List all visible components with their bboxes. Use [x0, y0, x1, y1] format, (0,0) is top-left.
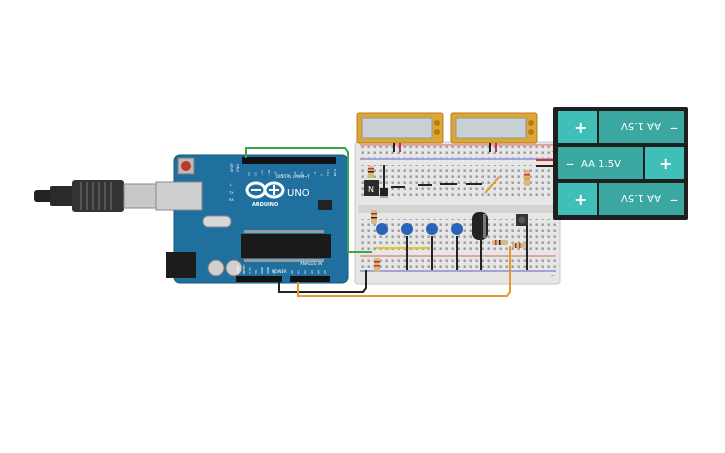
digital-pin-label: ~9	[273, 171, 277, 176]
top-power-rail[interactable]	[360, 146, 556, 158]
diode[interactable]	[380, 188, 388, 198]
battery-pack[interactable]: +–AA 1.5V+–AA 1.5V+–AA 1.5V	[536, 107, 688, 220]
digital-pin-label: 12	[254, 172, 258, 176]
digital-pin-label: 13	[247, 172, 251, 176]
power-pin-label: GND	[260, 266, 264, 274]
analog-pin-label: A2	[303, 270, 307, 274]
digital-pin-label: 7	[287, 174, 291, 176]
resistor-4[interactable]	[374, 258, 380, 272]
power-pin-label: RESET	[242, 264, 246, 274]
digital-pin-label: ~5	[300, 171, 304, 176]
rx-label: RX	[229, 198, 234, 202]
digital-pin-label: ~3	[313, 171, 317, 176]
aref-label: AREF	[230, 163, 234, 172]
battery-cell-2[interactable]: + –AA 1.5V	[558, 147, 684, 179]
capacitor-3[interactable]	[426, 223, 438, 235]
analog-pin-label: A3	[310, 270, 314, 274]
center-channel	[358, 205, 556, 213]
power-header[interactable]	[236, 276, 282, 282]
capacitor-1[interactable]	[376, 223, 388, 235]
ic-chip[interactable]: N	[364, 180, 379, 196]
analog-pin-label: A4	[316, 270, 320, 274]
electrolytic-capacitor[interactable]	[472, 212, 488, 240]
upper-terminal-strip[interactable]	[360, 165, 556, 197]
ic-label: N	[368, 185, 374, 194]
usb-jack	[155, 181, 203, 211]
battery-minus-label: –	[566, 154, 574, 173]
capacitor-4[interactable]	[451, 223, 463, 235]
analog-pin-label: A1	[297, 270, 301, 274]
atmega-chip	[241, 234, 331, 258]
digital-pin-label: 2	[320, 174, 324, 176]
display-module-1[interactable]	[356, 112, 444, 152]
battery-minus-label: –	[670, 118, 678, 137]
resistor-1[interactable]	[368, 166, 374, 178]
l-label: L	[230, 183, 232, 187]
analog-header-label: ANALOG IN	[300, 261, 322, 266]
battery-cell-1[interactable]: + –AA 1.5V	[558, 111, 684, 143]
resistor-2[interactable]	[371, 210, 377, 224]
reset-button[interactable]	[181, 161, 191, 171]
analog-pin-label: A0	[290, 270, 294, 274]
wire-orange[interactable]	[297, 246, 511, 297]
power-pin-label: GND	[266, 266, 270, 274]
wire-green[interactable]	[245, 147, 372, 253]
capacitor-2[interactable]	[401, 223, 413, 235]
analog-header[interactable]	[290, 276, 330, 282]
battery-cell-3[interactable]: + –AA 1.5V	[558, 183, 684, 215]
digital-pin-label: RX 0	[333, 169, 337, 176]
battery-plus-label: +	[659, 154, 672, 173]
digital-pin-label: TX 1	[326, 169, 330, 177]
arduino-uno-board[interactable]: UNO ARDUINO DIGITAL (PWM~) POWER ANALOG …	[155, 154, 349, 284]
gnd-label: GND	[236, 164, 240, 172]
digital-header[interactable]	[242, 157, 336, 164]
usb-cable[interactable]	[34, 180, 159, 212]
analog-pin-label: A5	[323, 270, 327, 274]
digital-pin-label: ~6	[293, 171, 297, 176]
arduino-brand-label: ARDUINO	[252, 202, 278, 208]
battery-minus-label: –	[670, 190, 678, 209]
digital-header-label: DIGITAL (PWM~)	[276, 174, 310, 179]
digital-pin-label: 4	[306, 174, 310, 176]
power-pin-label: 3.3V	[248, 266, 252, 274]
battery-plus-label: +	[574, 190, 587, 209]
wire-black[interactable]	[278, 270, 367, 293]
uno-label: UNO	[287, 188, 310, 199]
display-module-2[interactable]	[450, 112, 538, 152]
arduino-logo-icon	[245, 181, 285, 199]
power-header-label: POWER	[272, 269, 287, 274]
digital-pin-label: ~11	[260, 170, 264, 176]
power-pin-label: 5V	[254, 269, 258, 274]
tx-label: TX	[228, 191, 234, 195]
push-button[interactable]	[516, 214, 528, 226]
digital-pin-label: ~10	[267, 170, 271, 176]
jumper-orange-short[interactable]	[484, 176, 500, 194]
battery-label: AA 1.5V	[621, 192, 661, 203]
power-pin-label: IOREF	[236, 265, 240, 274]
battery-plus-label: +	[574, 118, 587, 137]
battery-label: AA 1.5V	[621, 120, 661, 131]
resistor-5[interactable]	[492, 240, 528, 248]
power-pin-label: Vin	[272, 269, 276, 274]
digital-pin-label: 8	[280, 174, 284, 176]
resistor-3[interactable]	[524, 170, 530, 186]
battery-label: AA 1.5V	[581, 159, 621, 170]
power-jack	[166, 252, 196, 278]
rail-minus-label: –	[551, 272, 554, 279]
crystal	[202, 215, 232, 228]
